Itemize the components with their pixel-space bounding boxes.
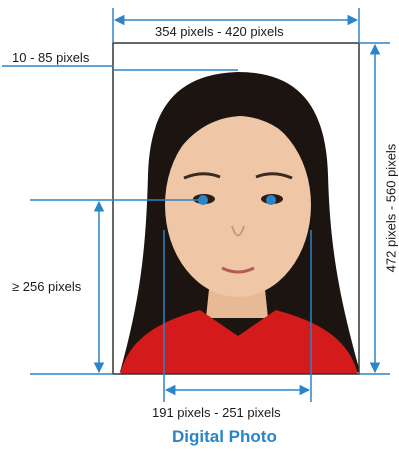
head-top-label: 10 - 85 pixels [12, 50, 90, 65]
hair-fringe [165, 96, 312, 178]
head-width-dimension [163, 230, 312, 402]
photo-height-dimension [359, 42, 390, 375]
top-width-dimension [112, 8, 360, 42]
left-eye-marker [198, 195, 208, 205]
right-eye-marker [266, 195, 276, 205]
head-top-guide [2, 65, 238, 71]
face-shape [165, 113, 311, 297]
eye-height-label: ≥ 256 pixels [12, 279, 82, 294]
eye-level-guide [30, 199, 200, 375]
head-width-label: 191 pixels - 251 pixels [152, 405, 281, 420]
portrait-photo [113, 43, 359, 374]
diagram-title: Digital Photo [172, 427, 277, 446]
shirt-shape [120, 310, 358, 374]
photo-border [112, 42, 360, 375]
top-width-label: 354 pixels - 420 pixels [155, 24, 284, 39]
photo-height-label: 472 pixels - 560 pixels [383, 143, 399, 273]
